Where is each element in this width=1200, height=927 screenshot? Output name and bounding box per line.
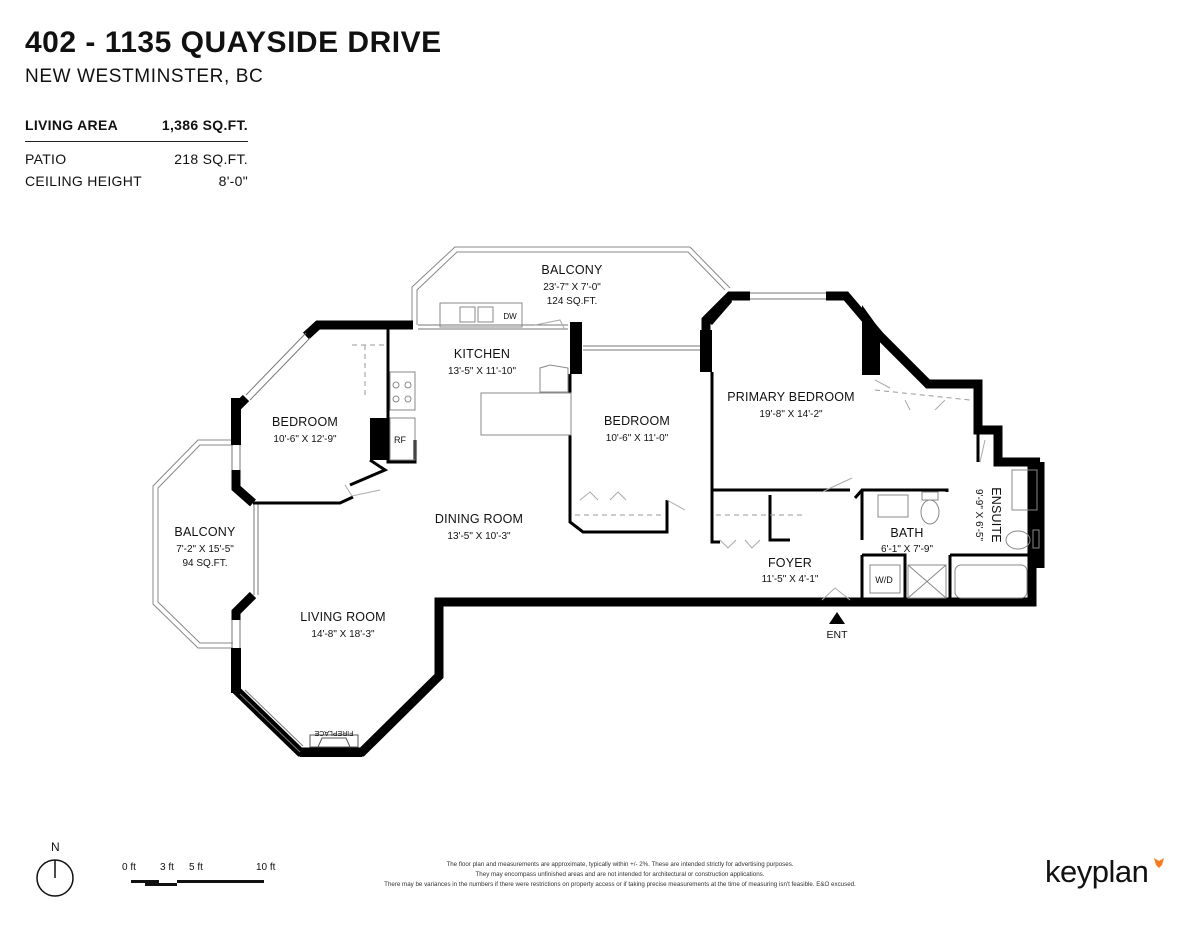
stat-value: 1,386 SQ.FT.: [161, 117, 248, 133]
room-name: BEDROOM: [272, 415, 338, 429]
disclaimer-line: The floor plan and measurements are appr…: [446, 861, 794, 868]
stat-value: 8'-0": [218, 173, 248, 189]
fireplace-label: FIREPLACE: [314, 729, 353, 736]
room-dimensions: 14'-8" X 18'-3": [311, 629, 375, 640]
property-city: NEW WESTMINSTER, BC: [25, 66, 264, 87]
room-ensuite: ENSUITE 9'-9" X 6'-5": [973, 487, 1003, 543]
brand-logo: keyplan: [1045, 854, 1149, 889]
windows: [231, 292, 826, 753]
refrigerator-label: RF: [394, 435, 406, 445]
room-name: ENSUITE: [989, 487, 1003, 543]
compass-north-label: N: [51, 840, 60, 854]
stat-value: 218 SQ.FT.: [174, 151, 248, 167]
scale-label: 0 ft: [122, 862, 136, 873]
room-name: PRIMARY BEDROOM: [727, 390, 855, 404]
washer-dryer-label: W/D: [875, 575, 893, 585]
room-name: LIVING ROOM: [300, 610, 386, 624]
door-swings: [344, 319, 986, 601]
room-name: BALCONY: [541, 263, 603, 277]
room-balcony-top: BALCONY 23'-7" X 7'-0" 124 SQ.FT.: [541, 263, 603, 307]
scale-label: 10 ft: [256, 862, 276, 873]
interior-walls: [253, 325, 1032, 602]
disclaimer: The floor plan and measurements are appr…: [300, 860, 940, 890]
property-address: 402 - 1135 QUAYSIDE DRIVE: [25, 26, 442, 59]
stat-label: CEILING HEIGHT: [25, 173, 142, 189]
scale-label: 3 ft: [160, 862, 174, 873]
room-dimensions: 13'-5" X 11'-10": [448, 366, 516, 377]
room-name: BATH: [890, 526, 923, 540]
room-name: FOYER: [768, 556, 812, 570]
room-area: 124 SQ.FT.: [547, 296, 598, 307]
entrance-label: ENT: [827, 629, 849, 641]
kitchen-fixtures: [389, 302, 572, 461]
disclaimer-line: There may be variances in the numbers if…: [384, 881, 856, 888]
room-bedroom-left: BEDROOM 10'-6" X 12'-9": [272, 415, 338, 445]
wall-blocks: [231, 296, 880, 757]
room-dimensions: 6'-1" X 7'-9": [881, 544, 934, 555]
room-primary-bedroom: PRIMARY BEDROOM 19'-8" X 14'-2": [727, 390, 855, 420]
bathroom-fixtures: [869, 469, 1040, 599]
room-balcony-left: BALCONY 7'-2" X 15'-5" 94 SQ.FT.: [174, 525, 236, 569]
room-name: KITCHEN: [454, 347, 510, 361]
room-foyer: FOYER 11'-5" X 4'-1": [762, 556, 819, 585]
room-dimensions: 10'-6" X 12'-9": [273, 434, 337, 445]
room-living-room: LIVING ROOM 14'-8" X 18'-3": [300, 610, 386, 640]
exterior-walls: [231, 291, 1045, 757]
compass-icon: [36, 859, 74, 897]
room-dining-room: DINING ROOM 13'-5" X 10'-3": [435, 512, 523, 542]
room-dimensions: 7'-2" X 15'-5": [176, 544, 234, 555]
scale-bar: [131, 880, 264, 886]
room-dimensions: 23'-7" X 7'-0": [543, 282, 601, 293]
closet-dashes: [352, 344, 971, 516]
room-dimensions: 19'-8" X 14'-2": [759, 409, 823, 420]
stat-label: PATIO: [25, 151, 67, 167]
dishwasher-label: DW: [503, 312, 517, 321]
stat-row-ceiling-height: CEILING HEIGHT 8'-0": [25, 170, 248, 192]
fox-icon: [1154, 858, 1164, 868]
room-dimensions: 11'-5" X 4'-1": [762, 574, 819, 585]
room-bedroom-middle: BEDROOM 10'-6" X 11'-0": [604, 414, 670, 444]
room-dimensions: 9'-9" X 6'-5": [973, 489, 984, 542]
stat-label: LIVING AREA: [25, 117, 119, 133]
scale-label: 5 ft: [189, 862, 203, 873]
room-name: BALCONY: [174, 525, 236, 539]
room-bath: BATH 6'-1" X 7'-9": [881, 526, 934, 555]
room-area: 94 SQ.FT.: [182, 558, 227, 569]
fireplace: [309, 734, 359, 748]
disclaimer-line: They may encompass unfinished areas and …: [475, 871, 765, 878]
room-name: DINING ROOM: [435, 512, 523, 526]
area-stats-table: LIVING AREA 1,386 SQ.FT. PATIO 218 SQ.FT…: [25, 115, 248, 192]
balcony-top-outline: [411, 246, 731, 325]
room-dimensions: 13'-5" X 10'-3": [447, 531, 511, 542]
stat-row-patio: PATIO 218 SQ.FT.: [25, 148, 248, 170]
room-name: BEDROOM: [604, 414, 670, 428]
stat-row-living-area: LIVING AREA 1,386 SQ.FT.: [25, 115, 248, 142]
room-kitchen: KITCHEN 13'-5" X 11'-10": [448, 347, 516, 377]
balcony-left-outline: [152, 439, 233, 649]
room-dimensions: 10'-6" X 11'-0": [606, 433, 669, 444]
entrance-arrow-icon: [829, 612, 845, 624]
